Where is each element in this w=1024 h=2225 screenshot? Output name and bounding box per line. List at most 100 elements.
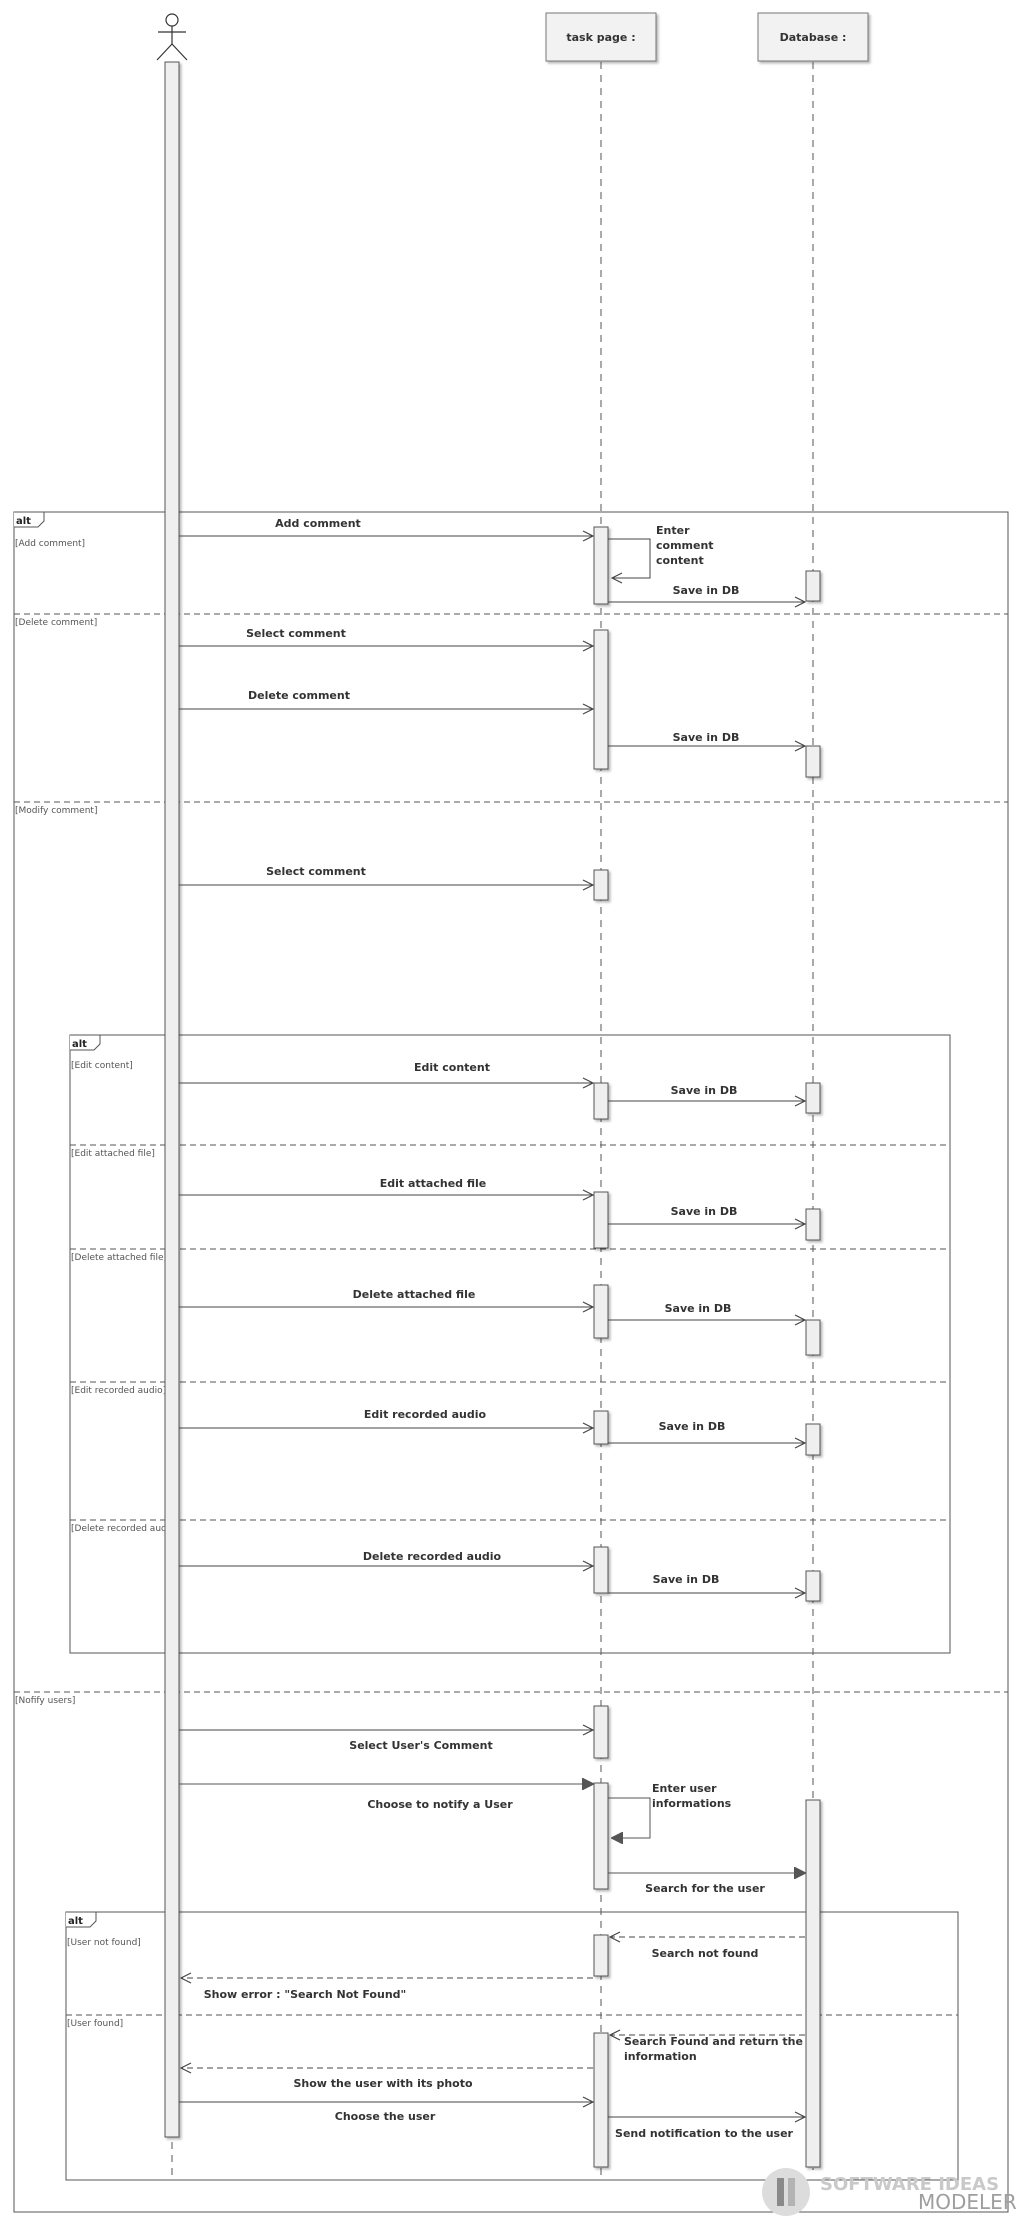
activation-task-page: [593, 1410, 609, 1445]
activation-task-page: [593, 869, 609, 901]
fragment-alt-modify: alt [Edit content] [Edit attached file] …: [69, 1034, 951, 1654]
activation-task-page: [593, 1191, 609, 1249]
message-save-in-db: Save in DB: [608, 1302, 805, 1320]
activation-database: [805, 1423, 821, 1456]
svg-text:Save in DB: Save in DB: [659, 1420, 726, 1433]
guard-modify-comment: [Modify comment]: [15, 806, 97, 816]
svg-text:Edit attached file: Edit attached file: [380, 1177, 487, 1190]
guard-edit-recorded-audio: [Edit recorded audio]: [71, 1386, 166, 1396]
message-save-in-db: Save in DB: [608, 1420, 805, 1443]
activation-task-page: [593, 1284, 609, 1339]
watermark-line2: MODELER: [918, 2190, 1017, 2214]
svg-text:Show error : "Search Not Found: Show error : "Search Not Found": [204, 1988, 407, 2001]
message-send-notification: Send notification to the user: [608, 2117, 805, 2140]
guard-edit-content: [Edit content]: [71, 1061, 133, 1071]
guard-user-not-found: [User not found]: [67, 1938, 141, 1948]
activation-database: [805, 1082, 821, 1114]
message-save-in-db: Save in DB: [608, 584, 805, 602]
message-search-not-found: Search not found: [610, 1937, 805, 1960]
activation-task-page: [593, 2032, 609, 2168]
activation-task-page: [593, 629, 609, 770]
fragment-outer-tag: alt: [16, 516, 31, 527]
svg-text:Save in DB: Save in DB: [671, 1084, 738, 1097]
fragment-alt-notify: alt [User not found] [User found]: [65, 1911, 959, 2181]
activation-task-page: [593, 1934, 609, 1977]
guard-delete-recorded-audio: [Delete recorded audio]: [71, 1524, 178, 1534]
svg-text:Choose to notify a User: Choose to notify a User: [367, 1798, 513, 1811]
message-enter-user-informations: Enter user informations: [608, 1782, 732, 1838]
svg-text:Save in DB: Save in DB: [673, 731, 740, 744]
svg-text:comment: comment: [656, 539, 714, 552]
message-choose-to-notify: Choose to notify a User: [179, 1784, 593, 1811]
activation-task-page: [593, 1082, 609, 1120]
svg-text:Select comment: Select comment: [246, 627, 346, 640]
message-edit-attached-file: Edit attached file: [179, 1177, 593, 1195]
svg-text:Show the user with its photo: Show the user with its photo: [293, 2077, 473, 2090]
activation-task-page: [593, 526, 609, 605]
message-select-users-comment: Select User's Comment: [179, 1730, 593, 1752]
svg-text:Add comment: Add comment: [275, 517, 361, 530]
activation-database: [805, 1208, 821, 1241]
message-delete-comment: Delete comment: [179, 689, 593, 709]
svg-text:Save in DB: Save in DB: [671, 1205, 738, 1218]
svg-text:Select comment: Select comment: [266, 865, 366, 878]
svg-text:Enter: Enter: [656, 524, 690, 537]
svg-text:information: information: [624, 2050, 697, 2063]
message-enter-comment-content: Enter comment content: [608, 524, 714, 578]
svg-text:Save in DB: Save in DB: [665, 1302, 732, 1315]
svg-text:Delete comment: Delete comment: [248, 689, 350, 702]
guard-edit-attached-file: [Edit attached file]: [71, 1149, 155, 1159]
message-save-in-db: Save in DB: [608, 731, 805, 746]
message-save-in-db: Save in DB: [608, 1573, 805, 1593]
message-edit-content: Edit content: [179, 1061, 593, 1083]
message-add-comment: Add comment: [179, 517, 593, 536]
guard-notify-users: [Nofify users]: [15, 1696, 75, 1706]
svg-text:Send notification to the user: Send notification to the user: [615, 2127, 794, 2140]
guard-user-found: [User found]: [67, 2019, 123, 2029]
activation-user: [164, 61, 180, 2138]
svg-text:Save in DB: Save in DB: [653, 1573, 720, 1586]
watermark-line1: SOFTWARE IDEAS: [820, 2174, 999, 2195]
activation-database: [805, 1570, 821, 1602]
message-show-user-photo: Show the user with its photo: [181, 2068, 593, 2090]
svg-text:Edit recorded audio: Edit recorded audio: [364, 1408, 487, 1421]
fragment-notify-tag: alt: [68, 1916, 83, 1927]
activation-task-page: [593, 1705, 609, 1759]
message-select-comment: Select comment: [179, 865, 593, 885]
message-show-error: Show error : "Search Not Found": [181, 1978, 593, 2001]
svg-text:Delete recorded audio: Delete recorded audio: [363, 1550, 502, 1563]
lifeline-task-page: task page :: [545, 12, 657, 62]
activation-task-page: [593, 1546, 609, 1594]
message-save-in-db: Save in DB: [608, 1205, 805, 1224]
svg-text:Search for the user: Search for the user: [645, 1882, 765, 1895]
activation-task-page: [593, 1782, 609, 1890]
svg-text:Choose the user: Choose the user: [335, 2110, 436, 2123]
fragment-modify-tag: alt: [72, 1039, 87, 1050]
message-select-comment: Select comment: [179, 627, 593, 646]
message-save-in-db: Save in DB: [608, 1084, 805, 1101]
guard-delete-attached-file: [Delete attached file]: [71, 1253, 167, 1263]
watermark-logo: SOFTWARE IDEAS MODELER: [762, 2168, 1017, 2216]
message-delete-attached-file: Delete attached file: [179, 1288, 593, 1307]
svg-text:Select User's Comment: Select User's Comment: [349, 1739, 492, 1752]
message-edit-recorded-audio: Edit recorded audio: [179, 1408, 593, 1428]
guard-add-comment: [Add comment]: [15, 539, 85, 549]
svg-text:informations: informations: [652, 1797, 732, 1810]
message-choose-user: Choose the user: [179, 2102, 593, 2123]
lifeline-database: Database :: [757, 12, 869, 62]
svg-text:Delete attached file: Delete attached file: [353, 1288, 476, 1301]
svg-text:Edit content: Edit content: [414, 1061, 490, 1074]
activation-database: [805, 745, 821, 778]
message-search-for-user: Search for the user: [608, 1873, 805, 1895]
svg-text:Search Found and return the: Search Found and return the: [624, 2035, 803, 2048]
activation-database: [805, 1799, 821, 2168]
message-delete-recorded-audio: Delete recorded audio: [179, 1550, 593, 1566]
svg-text:content: content: [656, 554, 704, 567]
lifeline-task-page-title: task page :: [566, 31, 635, 44]
message-search-found: Search Found and return the information: [610, 2035, 805, 2063]
guard-delete-comment: [Delete comment]: [15, 618, 97, 628]
actor-user-icon: [156, 13, 188, 61]
activation-database: [805, 570, 821, 602]
fragment-alt-outer: alt [Add comment] [Delete comment] [Modi…: [13, 511, 1009, 2213]
svg-text:Enter user: Enter user: [652, 1782, 717, 1795]
